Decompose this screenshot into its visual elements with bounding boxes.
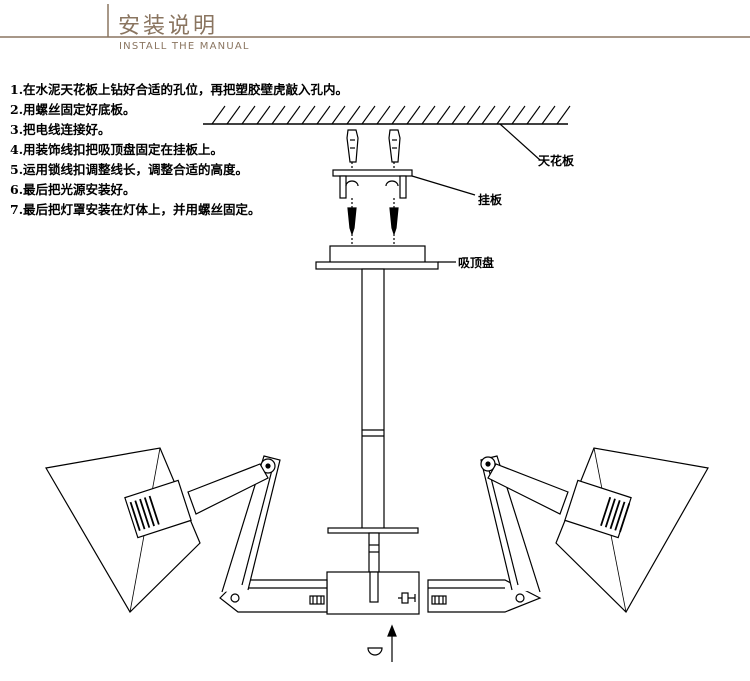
step-item: 5.运用锁线扣调整线长，调整合适的高度。 [10,162,249,177]
label-ceiling: 天花板 [538,154,575,168]
arm-right [427,455,542,613]
step-item: 4.用装饰线扣把吸顶盘固定在挂板上。 [10,142,224,157]
center-stem [327,268,419,574]
header-frame [0,4,750,38]
hanging-plate [332,169,476,199]
label-hanging-plate: 挂板 [478,193,503,207]
screw-right [389,198,399,245]
page-title: 安装说明 [118,14,219,39]
ceiling-hatch [203,105,571,125]
wall-anchor-left [346,129,359,172]
label-ceiling-cup: 吸顶盘 [458,256,495,270]
step-item: 7.最后把灯罩安装在灯体上，并用螺丝固定。 [10,202,261,217]
lamp-right [487,447,709,613]
section-header: 安装说明 INSTALL THE MANUAL [0,0,750,60]
lamp-left [45,447,269,613]
step-item: 2.用螺丝固定好底板。 [10,102,136,117]
wall-anchor-right [388,129,401,172]
page-subtitle: INSTALL THE MANUAL [119,41,250,52]
arm-left [219,455,328,613]
bottom-finial [367,624,397,662]
installation-steps: 1.在水泥天花板上钻好合适的孔位，再把塑胶壁虎敲入孔内。 2.用螺丝固定好底板。… [10,80,348,220]
step-item: 3.把电线连接好。 [10,122,111,137]
screw-left [347,198,357,245]
step-item: 6.最后把光源安装好。 [10,182,136,197]
center-hub [326,571,420,615]
ceiling-leader [499,123,541,161]
step-item: 1.在水泥天花板上钻好合适的孔位，再把塑胶壁虎敲入孔内。 [10,82,349,97]
ceiling-cup [315,245,456,270]
